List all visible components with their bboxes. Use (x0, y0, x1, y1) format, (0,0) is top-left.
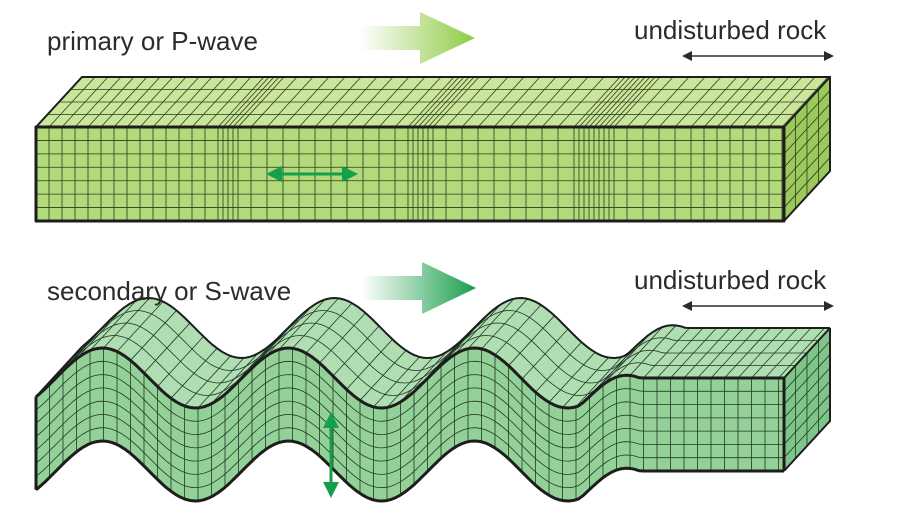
p-wave-motion-arrow (266, 166, 358, 182)
p-undisturbed-rock-label: undisturbed rock (634, 15, 827, 45)
s-undisturbed-span-arrow (682, 301, 834, 311)
p-wave-direction-arrow (360, 12, 475, 64)
p-wave-rock-block (34, 76, 831, 223)
s-wave-rock-block (34, 296, 831, 503)
p-undisturbed-span-arrow (682, 51, 834, 61)
s-wave-label: secondary or S-wave (47, 276, 292, 306)
s-undisturbed-rock-label: undisturbed rock (634, 265, 827, 295)
s-wave-motion-arrow (323, 412, 339, 498)
s-wave-direction-arrow (362, 262, 476, 314)
p-wave-label: primary or P-wave (47, 26, 258, 56)
